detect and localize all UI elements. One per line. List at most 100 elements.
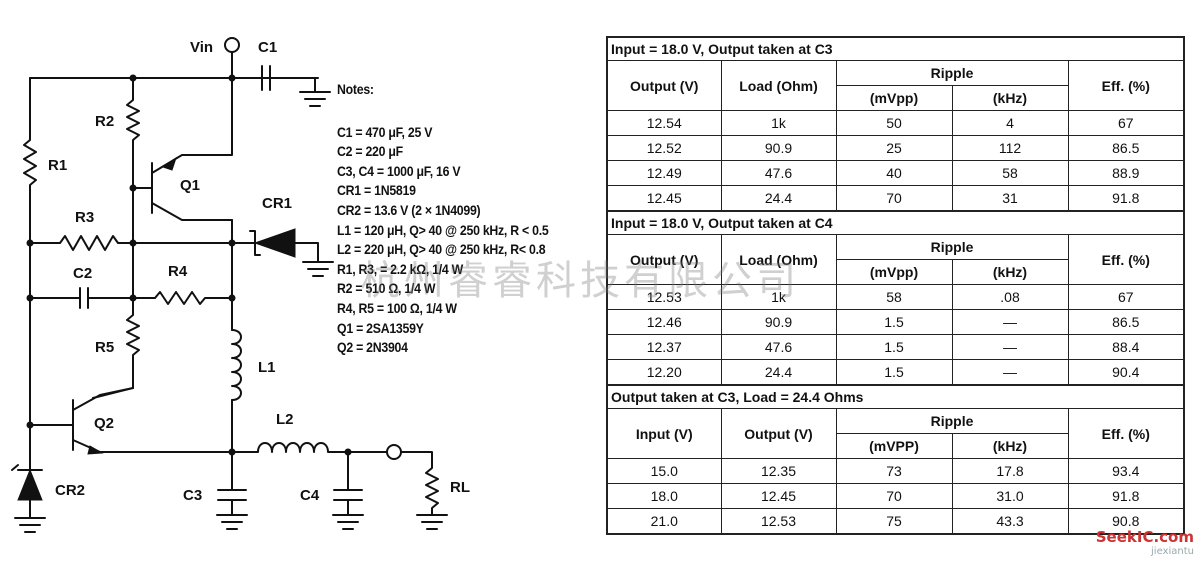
col-header: Eff. (%)	[1067, 234, 1185, 285]
label-l1: L1	[258, 359, 276, 376]
cell: 12.49	[606, 160, 722, 186]
ripple-header: Ripple	[835, 234, 1069, 260]
cell: 12.37	[606, 334, 722, 360]
ground-c3	[216, 514, 248, 530]
results-table: Input = 18.0 V, Output taken at C3 Outpu…	[606, 36, 1186, 535]
cell: 12.45	[606, 185, 722, 212]
c4-capacitor	[333, 451, 363, 516]
label-c3: C3	[183, 487, 202, 504]
cell: 93.4	[1067, 458, 1185, 484]
label-q1: Q1	[180, 177, 200, 194]
ground-c1	[299, 91, 331, 107]
notes-line: Q2 = 2N3904	[337, 339, 408, 356]
label-r2: R2	[95, 113, 114, 130]
ground-rl	[416, 514, 448, 530]
l1-inductor	[231, 329, 242, 401]
cell: 75	[835, 508, 953, 535]
cell: 40	[835, 160, 953, 186]
notes-line: R1, R3, = 2.2 kΩ, 1/4 W	[337, 260, 464, 277]
cell: 91.8	[1067, 185, 1185, 212]
col-header: Load (Ohm)	[720, 234, 837, 285]
l2-inductor	[231, 442, 388, 453]
label-vin: Vin	[190, 39, 213, 56]
q1-emitter	[151, 77, 233, 174]
cell: 25	[835, 135, 953, 161]
cell: 90.9	[720, 135, 837, 161]
cell: 86.5	[1067, 135, 1185, 161]
cell: 12.46	[606, 309, 722, 335]
cell: 15.0	[606, 458, 722, 484]
cell: 47.6	[720, 334, 837, 360]
circuit-schematic: Vin C1 R2 R1 Q1 CR1 R3 C2 R4 R5 L1 Q2 L2…	[11, 37, 470, 533]
cell: 90.4	[1067, 359, 1185, 386]
section-title: Input = 18.0 V, Output taken at C4	[606, 210, 1185, 235]
col-header: Eff. (%)	[1067, 408, 1185, 459]
q1-emitter-arrow	[161, 156, 177, 171]
notes-line: R2 = 510 Ω, 1/4 W	[337, 280, 436, 297]
c1-capacitor	[231, 65, 316, 93]
cell: 112	[951, 135, 1069, 161]
watermark: 杭州睿睿科技有限公司	[360, 258, 800, 304]
cr2-diode-body	[17, 468, 43, 501]
cell: 1k	[720, 110, 837, 136]
ripple-header: Ripple	[835, 408, 1069, 434]
ripple-header: Ripple	[835, 60, 1069, 86]
cell: 88.9	[1067, 160, 1185, 186]
cell: .08	[951, 284, 1069, 310]
cell: 12.54	[606, 110, 722, 136]
notes-line: R4, R5 = 100 Ω, 1/4 W	[337, 299, 457, 316]
cell: 70	[835, 185, 953, 212]
rl-resistor	[400, 451, 439, 516]
col-header: Output (V)	[720, 408, 837, 459]
cell: 73	[835, 458, 953, 484]
cell: 70	[835, 483, 953, 509]
cell: 31.0	[951, 483, 1069, 509]
section-title: Input = 18.0 V, Output taken at C3	[606, 36, 1185, 61]
notes-title: Notes:	[337, 81, 374, 97]
notes-line: CR2 = 13.6 V (2 × 1N4099)	[337, 201, 481, 218]
cell: 67	[1067, 110, 1185, 136]
section-title: Output taken at C3, Load = 24.4 Ohms	[606, 384, 1185, 409]
cell: 1.5	[835, 309, 953, 335]
label-r3: R3	[75, 209, 94, 226]
vin-terminal	[224, 37, 240, 53]
cell: 24.4	[720, 359, 837, 386]
cell: 58	[951, 160, 1069, 186]
label-r4: R4	[168, 263, 188, 280]
notes-line: C3, C4 = 1000 μF, 16 V	[337, 162, 461, 179]
label-c1: C1	[258, 39, 277, 56]
col-header: (kHz)	[951, 85, 1069, 111]
cell: 21.0	[606, 508, 722, 535]
label-l2: L2	[276, 411, 294, 428]
col-header: (mVPP)	[835, 433, 953, 459]
logo-brand: SeekIC.com	[1095, 528, 1194, 546]
col-header: (kHz)	[951, 259, 1069, 285]
cell: 12.53	[606, 284, 722, 310]
col-header: (mVpp)	[835, 85, 953, 111]
cr2-diode	[11, 424, 43, 471]
col-header: Output (V)	[606, 60, 722, 111]
r3-resistor	[29, 235, 233, 251]
r5-resistor	[92, 187, 140, 399]
q2-collector	[72, 387, 134, 411]
q2-base	[29, 399, 74, 451]
ground-c4	[332, 514, 364, 530]
cell: 17.8	[951, 458, 1069, 484]
r2-resistor	[126, 77, 140, 189]
col-header: Load (Ohm)	[720, 60, 837, 111]
logo-sub: jiexiantu	[1151, 546, 1194, 557]
label-cr1: CR1	[262, 195, 292, 212]
cell: 1.5	[835, 359, 953, 386]
cell: 90.8	[1067, 508, 1185, 535]
cell: 12.35	[720, 458, 837, 484]
notes-line: C2 = 220 μF	[337, 143, 403, 160]
cell: 88.4	[1067, 334, 1185, 360]
